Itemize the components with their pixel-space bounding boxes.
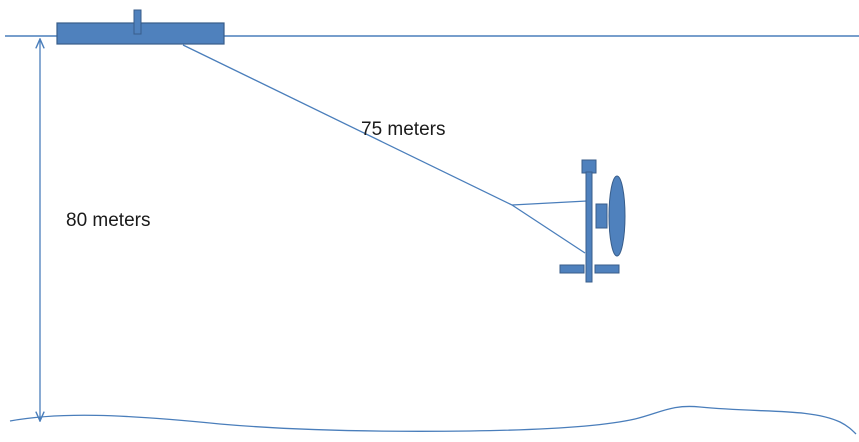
turbine-base-right — [594, 264, 620, 274]
surface-buoy — [56, 9, 225, 45]
buoy-mast — [133, 9, 142, 35]
tether-bridle-lower — [511, 204, 586, 254]
turbine-top-cap — [581, 159, 597, 174]
turbine-base-left — [559, 264, 585, 274]
turbine-pylon — [585, 171, 593, 283]
cable-length-label: 75 meters — [361, 119, 446, 140]
underwater-turbine — [559, 159, 626, 283]
turbine-hub — [595, 203, 608, 229]
turbine-rotor — [608, 175, 626, 257]
tether-bridle-upper — [511, 200, 588, 206]
tether-cable — [182, 44, 513, 206]
seabed-line — [9, 405, 857, 435]
depth-label: 80 meters — [66, 210, 151, 231]
